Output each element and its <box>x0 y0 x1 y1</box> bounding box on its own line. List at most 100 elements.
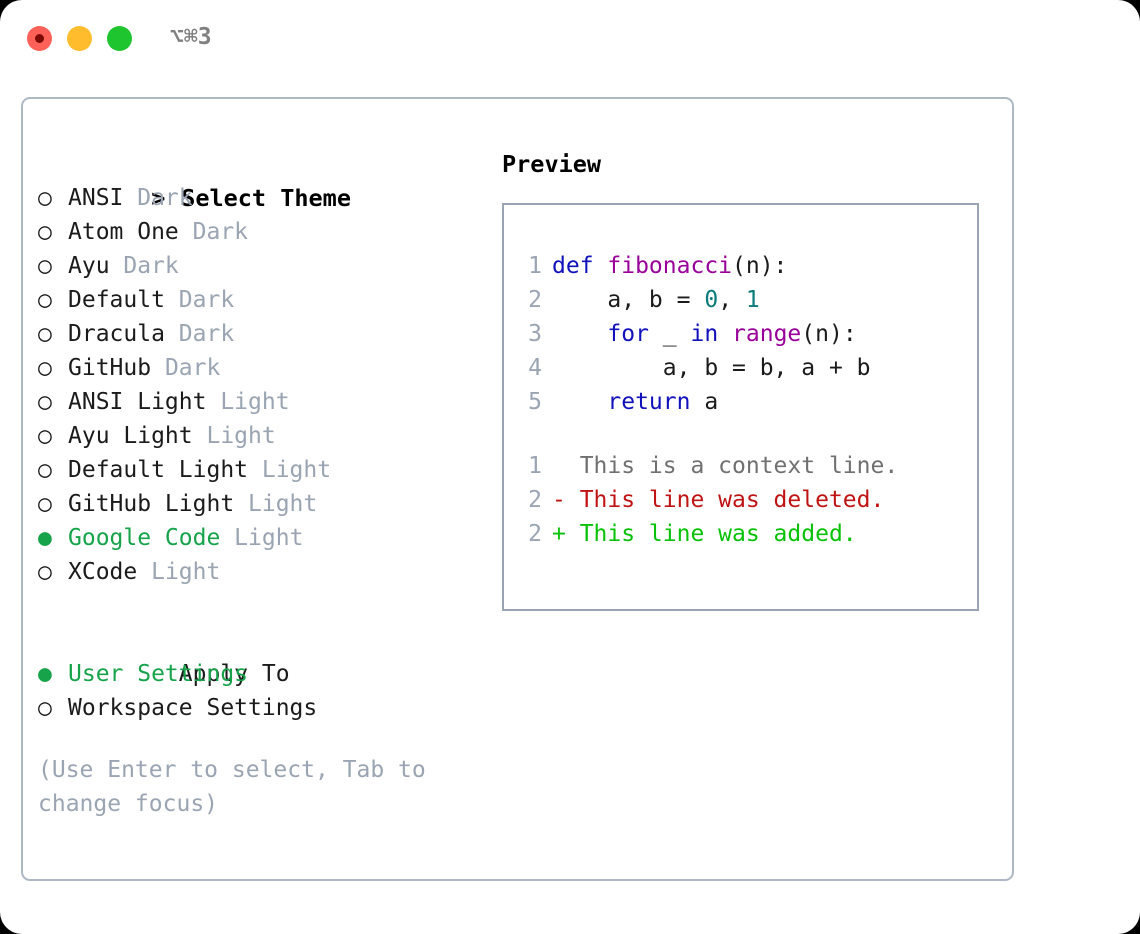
theme-variant-label: Dark <box>178 219 249 245</box>
theme-name-label: Google Code <box>68 525 221 551</box>
theme-name-label: Ayu Light <box>68 423 193 449</box>
theme-list-item[interactable]: ○Dracula Dark <box>38 317 498 351</box>
theme-variant-label: Dark <box>123 185 193 211</box>
code-token: in <box>690 321 719 347</box>
code-line-number: 4 <box>528 355 542 381</box>
keyboard-shortcut-label: ⌥⌘3 <box>170 24 212 50</box>
theme-list-item[interactable]: ○ GitHub Light Light <box>38 487 498 521</box>
minimize-button-icon[interactable] <box>67 26 92 51</box>
radio-unselected-icon[interactable]: ○ <box>38 219 52 245</box>
heading-caret-icon: > <box>151 184 166 212</box>
diff-line: 2 + This line was added. <box>504 517 977 551</box>
preview-heading: Preview <box>502 150 602 178</box>
code-token: (n): <box>801 321 857 347</box>
theme-variant-label: Light <box>220 525 304 551</box>
theme-list-item[interactable]: ○GitHub Dark <box>38 351 498 385</box>
diff-line-text: This is a context line. <box>552 453 899 479</box>
theme-name-label: Ayu <box>68 253 110 279</box>
theme-list-item[interactable]: ○ Ayu Light Light <box>38 419 498 453</box>
apply-to-label: Workspace Settings <box>68 695 318 721</box>
code-token: _ <box>648 321 691 347</box>
code-line-number: 5 <box>528 389 542 415</box>
code-token: for <box>607 321 649 347</box>
code-line: 3 for _ in range(n): <box>504 317 977 351</box>
code-line: 4 a, b = b, a + b <box>504 351 977 385</box>
code-token: fibonacci <box>607 253 733 279</box>
radio-unselected-icon[interactable]: ○ <box>38 355 52 381</box>
theme-name-label: Default <box>68 287 165 313</box>
main-panel: >Select Theme ○ ANSI Dark ○ Atom One Dark ○ A… <box>21 97 1014 881</box>
theme-variant-label: Light <box>248 457 332 483</box>
theme-name-label: GitHub Light <box>68 491 235 517</box>
theme-list-item[interactable]: ○Ayu Dark <box>38 249 498 283</box>
theme-variant-label: Light <box>234 491 318 517</box>
theme-list-item[interactable]: ○Default Dark <box>38 283 498 317</box>
code-token: , <box>718 287 746 313</box>
radio-unselected-icon[interactable]: ○ <box>38 559 52 585</box>
radio-selected-icon[interactable]: ● <box>38 661 52 687</box>
theme-name-label: Atom One <box>68 219 179 245</box>
code-token: a, b = <box>552 287 705 313</box>
theme-selector-column: >Select Theme ○ ANSI Dark ○ Atom One Dark ○ A… <box>38 147 498 821</box>
radio-unselected-icon[interactable]: ○ <box>38 423 52 449</box>
code-token: (n): <box>732 253 788 279</box>
radio-unselected-icon[interactable]: ○ <box>38 321 52 347</box>
diff-line-number: 2 <box>528 521 542 547</box>
radio-unselected-icon[interactable]: ○ <box>38 695 52 721</box>
code-token: a, b = b, a + b <box>552 355 871 381</box>
theme-list: ○ANSI Dark○Atom One Dark○Ayu Dark○Defaul… <box>38 181 498 589</box>
close-button-icon[interactable] <box>27 26 52 51</box>
code-token: 0 <box>704 287 719 313</box>
code-token <box>718 321 732 347</box>
select-theme-heading: >Select Theme <box>38 147 498 212</box>
radio-unselected-icon[interactable]: ○ <box>38 253 52 279</box>
code-token <box>552 321 607 347</box>
theme-list-item[interactable]: ○ Atom One Dark <box>38 215 498 249</box>
radio-unselected-icon[interactable]: ○ <box>38 287 52 313</box>
diff-sample: 1 This is a context line.2- This line wa… <box>504 449 977 551</box>
diff-line-text: + This line was added. <box>552 521 857 547</box>
theme-name-label: ANSI <box>68 185 124 211</box>
code-token: range <box>732 321 802 347</box>
apply-to-item[interactable]: ● User Settings <box>38 657 498 691</box>
apply-to-heading: Apply To <box>38 623 498 687</box>
radio-unselected-icon[interactable]: ○ <box>38 185 52 211</box>
maximize-button-icon[interactable] <box>107 26 132 51</box>
diff-line: 1 This is a context line. <box>504 449 977 483</box>
code-token <box>552 389 607 415</box>
code-token: 1 <box>745 287 760 313</box>
theme-variant-label: Light <box>137 559 221 585</box>
code-token: a <box>690 389 719 415</box>
theme-variant-label: Light <box>206 389 290 415</box>
theme-list-item[interactable]: ● Google Code Light <box>38 521 498 555</box>
radio-selected-icon[interactable]: ● <box>38 525 52 551</box>
radio-unselected-icon[interactable]: ○ <box>38 389 52 415</box>
code-token: return <box>607 389 691 415</box>
theme-name-label: XCode <box>68 559 138 585</box>
apply-to-heading-label: Apply To <box>178 661 290 687</box>
code-token: def <box>552 253 608 279</box>
theme-list-item[interactable]: ○ ANSI Dark <box>38 181 498 215</box>
theme-name-label: Dracula <box>68 321 165 347</box>
apply-to-list: ● User Settings ○ Workspace Settings <box>38 657 498 725</box>
theme-list-item[interactable]: ○ ANSI Light Light <box>38 385 498 419</box>
diff-line: 2- This line was deleted. <box>504 483 977 517</box>
theme-list-item[interactable]: ○ XCode Light <box>38 555 498 589</box>
code-line-number: 3 <box>528 321 542 347</box>
radio-unselected-icon[interactable]: ○ <box>38 491 52 517</box>
theme-variant-label: Light <box>192 423 276 449</box>
code-diff-gap <box>504 419 977 449</box>
theme-name-label: ANSI Light <box>68 389 207 415</box>
code-line-number: 2 <box>528 287 542 313</box>
theme-list-item[interactable]: ○Default Light Light <box>38 453 498 487</box>
keyboard-hint-text: (Use Enter to select, Tab to change focu… <box>38 757 426 817</box>
apply-to-label: User Settings <box>68 661 249 687</box>
radio-unselected-icon[interactable]: ○ <box>38 457 52 483</box>
apply-to-item[interactable]: ○ Workspace Settings <box>38 691 498 725</box>
code-line: 2 a, b = 0, 1 <box>504 283 977 317</box>
